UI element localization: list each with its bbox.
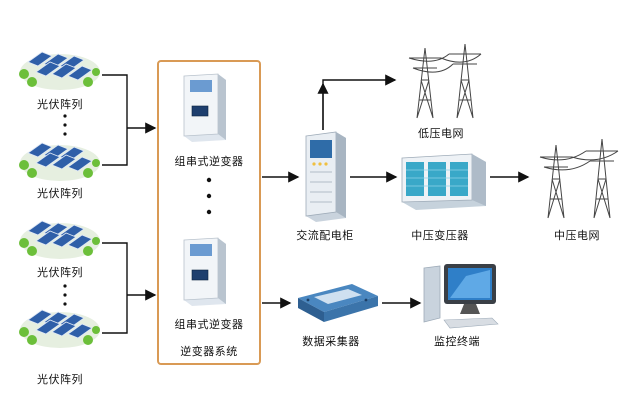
pv-array-label: 光伏阵列 — [37, 373, 83, 386]
inverter-label: 组串式逆变器 — [174, 155, 244, 168]
pv-array-label: 光伏阵列 — [37, 266, 83, 279]
data-collector-icon — [298, 284, 378, 322]
system-label: 逆变器系统 — [180, 345, 238, 358]
data-collector-label: 数据采集器 — [302, 335, 360, 348]
pv-array-icon — [19, 220, 100, 259]
string-inverter-icon — [183, 73, 226, 142]
ellipsis-dots — [206, 177, 212, 215]
monitor-terminal-icon — [423, 264, 499, 329]
string-inverter-icon — [183, 237, 226, 306]
mv-grid-label: 中压电网 — [554, 229, 600, 242]
inverter-system-box — [157, 60, 261, 365]
ellipsis-dots — [63, 114, 67, 136]
pv-array-label: 光伏阵列 — [37, 187, 83, 200]
low-voltage-grid-label: 低压电网 — [418, 127, 464, 140]
ellipsis-dots — [63, 284, 67, 306]
ac-cabinet-icon — [305, 131, 346, 222]
pv-array-label: 光伏阵列 — [37, 98, 83, 111]
inverter-label: 组串式逆变器 — [174, 318, 244, 331]
pv-array-icon — [19, 142, 100, 181]
pv-array-icon — [19, 51, 100, 90]
transformer-icon — [401, 153, 486, 210]
transmission-tower-icon — [408, 43, 482, 119]
monitor-terminal-label: 监控终端 — [434, 335, 480, 348]
ac-cabinet-label: 交流配电柜 — [296, 229, 354, 242]
transformer-label: 中压变压器 — [411, 229, 469, 242]
transmission-tower-icon — [539, 138, 619, 219]
pv-array-icon — [19, 309, 100, 348]
